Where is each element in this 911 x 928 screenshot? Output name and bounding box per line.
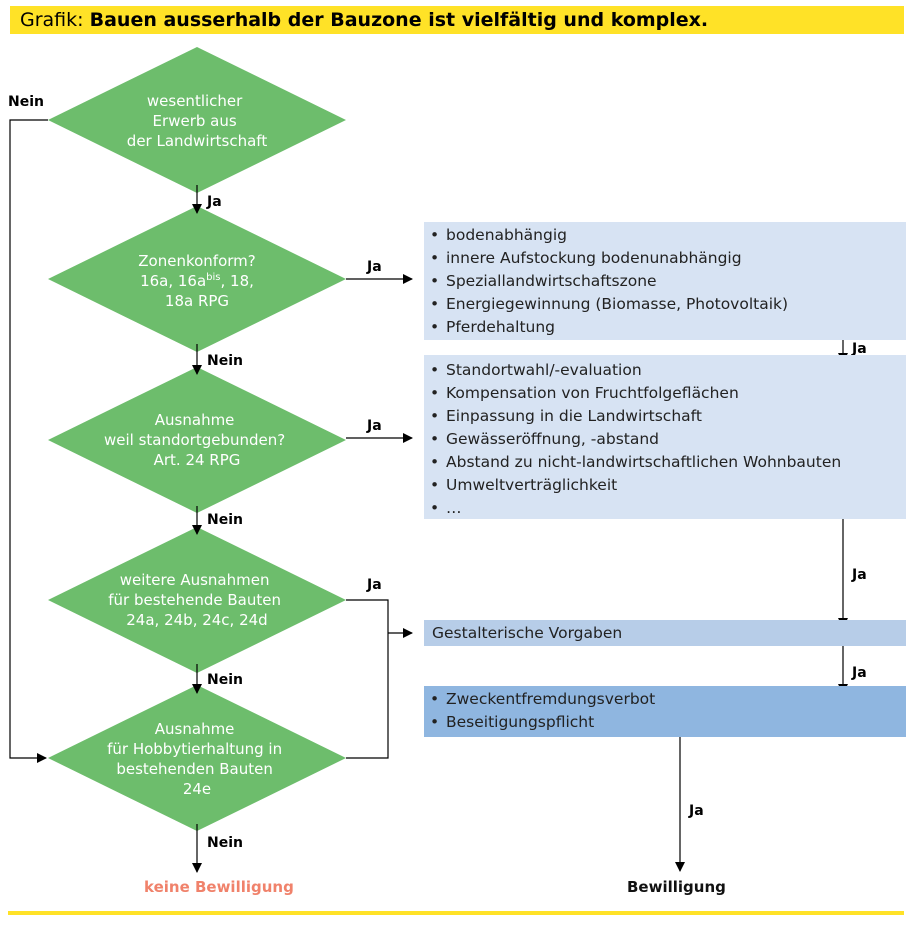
decision-text-zone-rpg: 18a RPG bbox=[165, 292, 229, 310]
decision-text-hobby-animals: Ausnahme für Hobbytierhaltung in bestehe… bbox=[107, 720, 287, 798]
label-ja-d1: Ja bbox=[206, 194, 222, 210]
terminal-rejected: keine Bewilligung bbox=[144, 878, 294, 896]
label-nein-d2: Nein bbox=[207, 353, 243, 369]
list-item: bodenabhängig bbox=[424, 224, 906, 247]
box-design-requirements: Gestalterische Vorgaben bbox=[424, 620, 906, 646]
list-item: Standortwahl/-evaluation bbox=[424, 359, 906, 382]
label-ja-box2: Ja bbox=[851, 567, 867, 583]
arrow-d1-no-loop bbox=[9, 119, 48, 763]
label-nein-d3: Nein bbox=[207, 512, 243, 528]
decision-text-existing-buildings: weitere Ausnahmen für bestehende Bauten … bbox=[108, 571, 286, 629]
decision-text-zone-conform: Zonenkonform? bbox=[138, 252, 255, 270]
list-item: Umweltverträglichkeit bbox=[424, 474, 906, 497]
label-ja-box4: Ja bbox=[688, 803, 704, 819]
list-item: Abstand zu nicht-landwirtschaftlichen Wo… bbox=[424, 451, 906, 474]
decision-diamond-hobby-animals bbox=[48, 685, 346, 831]
list-item: Zweckentfremdungsverbot bbox=[424, 688, 906, 711]
list-item: Gewässeröffnung, -abstand bbox=[424, 428, 906, 451]
list-item: Kompensation von Fruchtfolgeflächen bbox=[424, 382, 906, 405]
list-item: Speziallandwirtschaftszone bbox=[424, 270, 906, 293]
label-nein-d4: Nein bbox=[207, 672, 243, 688]
bottom-rule bbox=[8, 911, 904, 915]
decision-text-location-bound: Ausnahme weil standortgebunden? Art. 24 … bbox=[104, 411, 290, 469]
header-title: Bauen ausserhalb der Bauzone ist vielfäl… bbox=[89, 9, 709, 31]
terminal-approved: Bewilligung bbox=[627, 878, 726, 896]
decision-diamond-location-bound bbox=[48, 367, 346, 513]
box-zone-conform: bodenabhängig innere Aufstockung bodenun… bbox=[424, 222, 906, 340]
label-ja-d4: Ja bbox=[366, 577, 382, 593]
decision-diamond-farming bbox=[48, 47, 346, 193]
header-prefix: Grafik: bbox=[20, 9, 84, 31]
list-item: Energiegewinnung (Biomasse, Photovoltaik… bbox=[424, 293, 906, 316]
box-location-bound: Standortwahl/-evaluation Kompensation vo… bbox=[424, 355, 906, 520]
list-item: Einpassung in die Landwirtschaft bbox=[424, 405, 906, 428]
decision-diamond-existing-buildings bbox=[48, 527, 346, 673]
label-ja-box1: Ja bbox=[851, 341, 867, 357]
list-item: innere Aufstockung bodenunabhängig bbox=[424, 247, 906, 270]
list-item: Beseitigungspflicht bbox=[424, 711, 906, 734]
decision-text-zone-articles: 16a, 16abis, 18, bbox=[140, 272, 254, 290]
decision-diamond-zone-conform bbox=[48, 206, 346, 352]
box-final-conditions: Zweckentfremdungsverbot Beseitigungspfli… bbox=[424, 686, 906, 737]
header-bar: Grafik: Bauen ausserhalb der Bauzone ist… bbox=[10, 6, 904, 34]
list-item: Pferdehaltung bbox=[424, 316, 906, 339]
label-ja-d3: Ja bbox=[366, 418, 382, 434]
label-ja-box3: Ja bbox=[851, 665, 867, 681]
label-nein-d1: Nein bbox=[8, 94, 44, 110]
label-nein-d5: Nein bbox=[207, 835, 243, 851]
arrow-d4-yes bbox=[346, 599, 389, 759]
decision-text-farming: wesentlicher Erwerb aus der Landwirtscha… bbox=[127, 92, 268, 150]
list-item: … bbox=[424, 497, 906, 520]
label-ja-d2: Ja bbox=[366, 259, 382, 275]
